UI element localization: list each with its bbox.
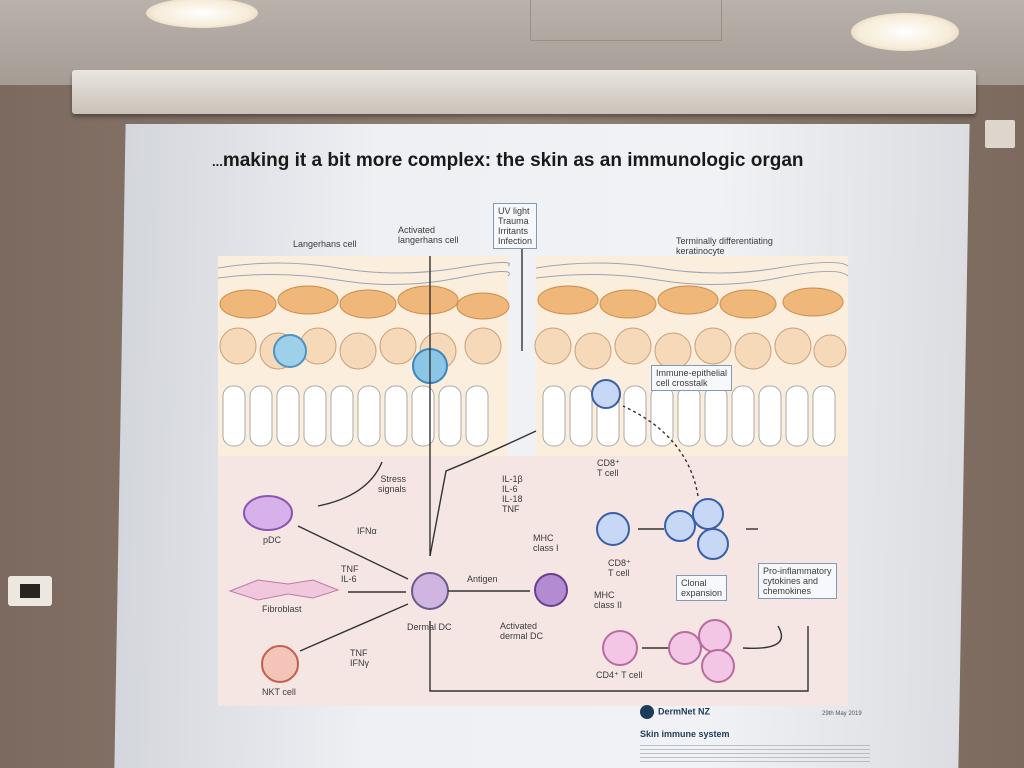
dermal-dc: [411, 572, 449, 610]
label-dermal-dc: Dermal DC: [407, 622, 452, 632]
label-activated-dermal-dc: Activated dermal DC: [500, 621, 544, 641]
arrows: [297, 216, 809, 692]
dermnet-logo: DermNet NZ: [640, 705, 710, 719]
label-stress-signals: Stress signals: [378, 474, 407, 494]
wall-speaker: [985, 120, 1015, 148]
figure-caption: Skin immune system: [640, 729, 730, 739]
label-tnf-il6: TNF IL-6: [341, 564, 359, 584]
label-activated-langerhans: Activated langerhans cell: [398, 225, 459, 245]
slide-date: 29th May 2019: [822, 711, 862, 717]
title-text: making it a bit more complex: the skin a…: [222, 150, 804, 171]
label-cd8-epidermis: CD8⁺ T cell: [597, 458, 620, 478]
pdc-cell: [243, 495, 293, 531]
label-mhc-class-ii: MHC class II: [594, 590, 623, 610]
wall-switch: [8, 576, 52, 606]
activated-dermal-dc: [534, 573, 568, 607]
stratum-corneum: [218, 261, 849, 286]
cd8-clones: [664, 498, 729, 560]
ceiling-light-right: [851, 13, 959, 51]
cd4-clones: [668, 619, 735, 683]
label-cd8-dermis: CD8⁺ T cell: [608, 558, 631, 578]
label-tnf-ifng: TNF IFNγ: [350, 648, 369, 668]
nkt-cell: [261, 645, 299, 683]
box-proinflammatory: Pro-inflammatory cytokines and chemokine…: [758, 563, 837, 599]
label-cd4-t-cell: CD4⁺ T cell: [596, 670, 643, 680]
label-langerhans: Langerhans cell: [293, 239, 357, 249]
cd8-t-cell-epidermis: [591, 379, 621, 409]
label-antigen: Antigen: [467, 574, 498, 584]
cd8-t-cell-dermis: [596, 512, 630, 546]
label-nkt-cell: NKT cell: [262, 687, 296, 697]
label-ifna: IFNα: [357, 526, 377, 536]
keratinocyte-layer: [219, 285, 844, 320]
projector-screen-housing: [72, 70, 976, 114]
ceiling-light-left: [146, 0, 258, 28]
box-clonal-expansion: Clonal expansion: [676, 575, 728, 601]
label-fibroblast: Fibroblast: [262, 604, 302, 614]
label-keratinocyte: Terminally differentiating keratinocyte: [676, 236, 773, 256]
ceiling-panel: [530, 0, 722, 41]
langerhans-cell: [273, 334, 307, 368]
fine-print: [640, 742, 870, 762]
spinous-layer: [219, 327, 847, 370]
dermis: [218, 456, 848, 706]
label-pdc: pDC: [263, 535, 282, 545]
fibroblast-cell: [228, 579, 340, 601]
title-ellipsis: ...: [212, 154, 223, 169]
box-crosstalk: Immune-epithelial cell crosstalk: [651, 365, 733, 391]
basal-layer: [222, 385, 836, 447]
skin-immune-diagram: [218, 216, 849, 706]
box-triggers: UV light Trauma Irritants Infection: [493, 203, 538, 249]
label-cytokines: IL-1β IL-6 IL-18 TNF: [502, 474, 523, 514]
label-mhc-class-i: MHC class I: [533, 533, 559, 553]
cd4-t-cell: [602, 630, 638, 666]
slide-title: ...making it a bit more complex: the ski…: [212, 150, 804, 172]
